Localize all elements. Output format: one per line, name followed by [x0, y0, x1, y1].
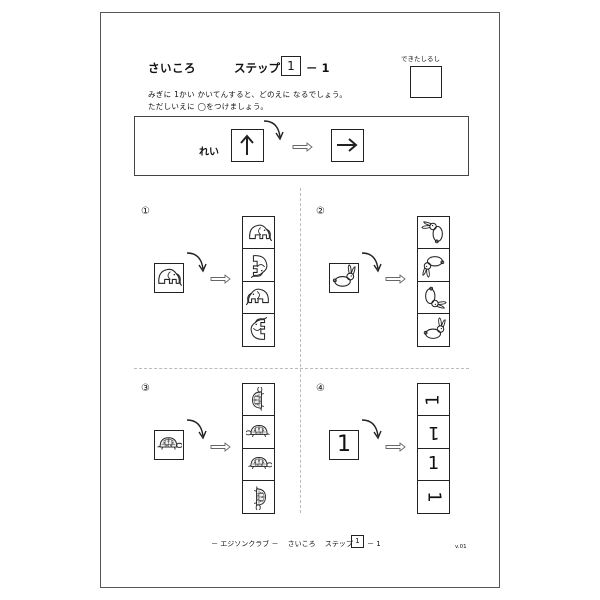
problem-1-choice[interactable]	[243, 249, 274, 282]
turtle-icon	[251, 386, 264, 411]
example-box	[134, 116, 469, 176]
hollow-arrow-icon	[292, 142, 313, 152]
choice-digit: 1	[423, 491, 445, 503]
problem-2-choice[interactable]	[418, 314, 449, 346]
hollow-arrow-icon	[210, 274, 231, 284]
problem-1-choice[interactable]	[243, 314, 274, 346]
footer-text: － エジソンクラブ － さいころ ステップ	[211, 540, 353, 548]
problem-2-choice[interactable]	[418, 282, 449, 314]
problem-2-die-face	[329, 263, 359, 293]
problem-4-given-digit: 1	[337, 432, 351, 457]
arrow-right-icon	[337, 138, 358, 152]
problem-1-number: ①	[141, 206, 150, 217]
problem-3-number: ③	[141, 383, 150, 394]
done-mark-label: できたしるし	[401, 55, 440, 63]
footer-step-box: 1	[351, 535, 364, 548]
problem-1-die-face	[154, 263, 184, 293]
problem-3-choice[interactable]	[243, 449, 274, 481]
instruction-line-1: みぎに 1かい かいてんすると、どのえに なるでしょう。	[148, 90, 348, 99]
rabbit-icon	[420, 220, 443, 243]
problem-2-choices	[417, 216, 450, 347]
example-die-face	[231, 129, 264, 162]
problem-4-choice[interactable]: 1	[418, 416, 449, 449]
turtle-icon	[157, 437, 183, 451]
choice-digit: 1	[427, 421, 440, 443]
rotate-arrow-icon	[263, 120, 284, 140]
divider-vertical	[300, 188, 301, 513]
rabbit-icon	[421, 256, 444, 278]
step-number-box: 1	[281, 56, 301, 76]
problem-2-choice[interactable]	[418, 249, 449, 282]
turtle-icon	[245, 424, 270, 438]
version-label: v.01	[455, 544, 467, 550]
problem-3-choice[interactable]	[243, 416, 274, 449]
problem-4-choice[interactable]: 1	[418, 449, 449, 481]
problem-3-die-face	[154, 430, 184, 460]
turtle-icon	[253, 485, 266, 510]
choice-digit: 1	[427, 453, 440, 475]
elephant-icon	[250, 254, 267, 278]
elephant-icon	[158, 268, 183, 286]
instruction-line-2: ただしいえに ◯をつけましょう。	[148, 102, 269, 111]
problem-4-choices: 1 1 1 1	[417, 383, 450, 514]
problem-2-number: ②	[316, 206, 325, 217]
problem-4-choice[interactable]: 1	[418, 481, 449, 513]
step-sub-number: － 1	[306, 61, 330, 75]
problem-4-die-face: 1	[329, 430, 359, 460]
problem-3-choice[interactable]	[243, 384, 274, 417]
elephant-icon	[245, 288, 269, 306]
hollow-arrow-icon	[385, 442, 406, 452]
problem-4-number: ④	[316, 383, 325, 394]
elephant-icon	[250, 316, 267, 340]
elephant-icon	[248, 224, 272, 241]
example-label: れい	[199, 147, 219, 158]
problem-4-choice[interactable]: 1	[418, 384, 449, 417]
example-answer-face	[331, 129, 364, 162]
problem-3-choices	[242, 383, 275, 514]
page-title: さいころ	[148, 61, 196, 75]
rabbit-icon	[423, 317, 446, 339]
problem-3-choice[interactable]	[243, 481, 274, 513]
arrow-up-icon	[240, 134, 254, 155]
step-label: ステップ	[234, 61, 280, 75]
rabbit-icon	[424, 286, 447, 309]
problem-1-choice[interactable]	[243, 217, 274, 250]
choice-digit: 1	[422, 393, 444, 406]
turtle-icon	[247, 457, 272, 470]
problem-1-choice[interactable]	[243, 282, 274, 314]
divider-horizontal	[134, 368, 469, 369]
hollow-arrow-icon	[210, 442, 231, 452]
footer-step-sub: － 1	[367, 540, 381, 548]
problem-1-choices	[242, 216, 275, 347]
worksheet-page: さいころ ステップ 1 － 1 できたしるし みぎに 1かい かいてんすると、ど…	[100, 12, 500, 588]
done-mark-box[interactable]	[410, 66, 442, 98]
problem-2-choice[interactable]	[418, 217, 449, 250]
hollow-arrow-icon	[385, 274, 406, 284]
rabbit-icon	[332, 264, 356, 287]
